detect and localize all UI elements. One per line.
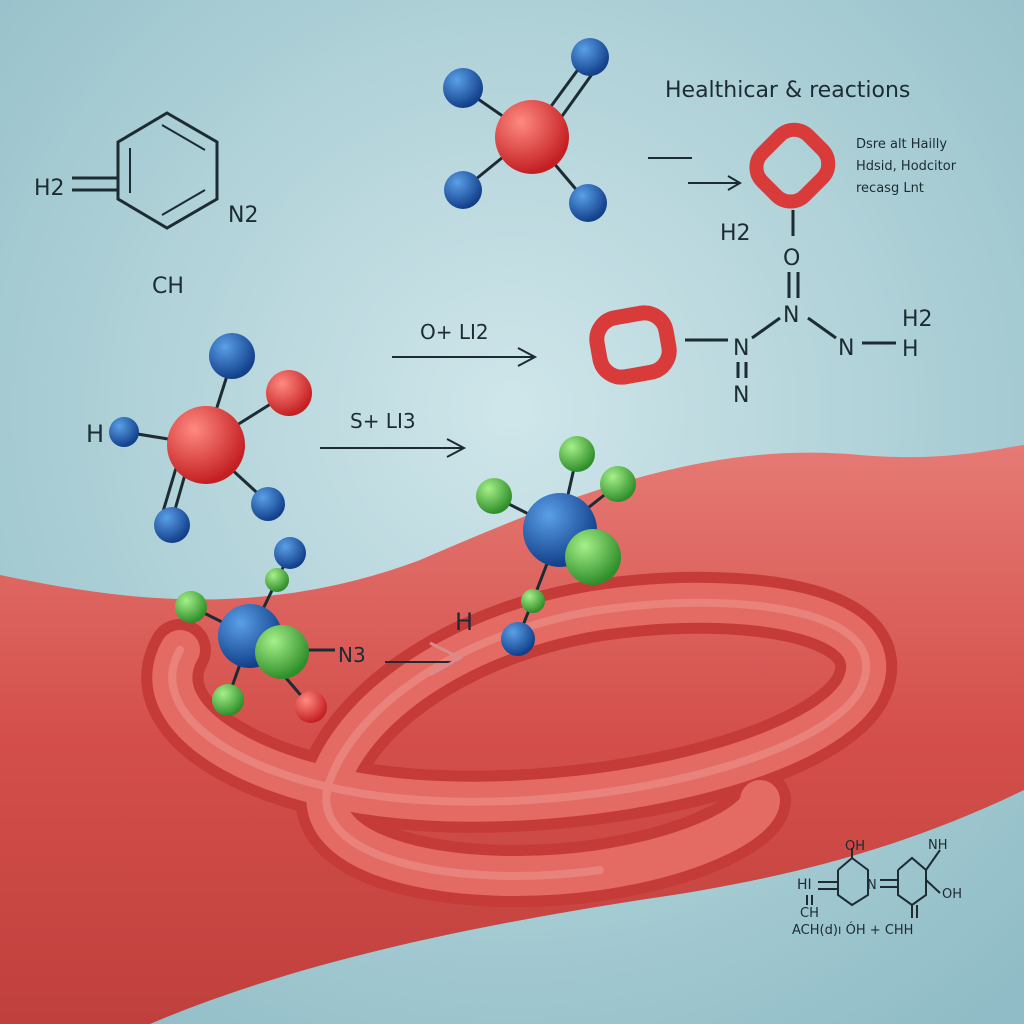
bottom-nh: NH — [928, 838, 948, 853]
bottom-oh-top: OH — [845, 839, 865, 854]
molecule-left-label: H — [86, 420, 104, 448]
reaction-2-label: S+ LI3 — [350, 409, 416, 433]
molecule-center — [476, 436, 636, 656]
arrow-n3 — [385, 641, 464, 677]
red-ring-left — [589, 305, 677, 385]
bottom-ch: CH — [800, 906, 819, 921]
red-ring-top — [749, 122, 836, 209]
benzene-label-left: H2 — [34, 176, 65, 201]
vessel-loop — [141, 571, 898, 907]
bottom-structure — [806, 848, 941, 918]
benzene-label-right: N2 — [228, 203, 258, 228]
struct-n-left: N — [733, 336, 749, 361]
reaction-1-arrow — [392, 347, 538, 367]
molecule-bottom-label: N3 — [338, 643, 366, 667]
note-line-3: recasg Lnt — [856, 181, 924, 196]
bottom-formula: ACH(d)ı ÓH + CHH — [792, 922, 913, 938]
title: Healthicar & reactions — [665, 78, 910, 103]
note-line-2: Hdsid, Hodcitor — [856, 159, 957, 174]
bottom-hi: HI — [797, 877, 812, 893]
struct-h: H — [902, 337, 919, 362]
molecule-left — [109, 333, 312, 543]
struct-h2: H2 — [902, 307, 933, 332]
reaction-2-arrow — [320, 438, 467, 458]
molecule-bottom-left — [175, 537, 335, 723]
bottom-oh-right: OH — [942, 887, 962, 902]
benzene-ring — [72, 111, 219, 230]
arrow-to-ring — [688, 175, 742, 191]
benzene-label-below: CH — [152, 274, 184, 299]
struct-n-top: N — [783, 303, 799, 328]
molecule-top — [443, 38, 609, 222]
bottom-n: N — [867, 878, 877, 893]
struct-h2-top: H2 — [720, 221, 751, 246]
struct-n-bottom: N — [733, 383, 749, 408]
struct-n-right: N — [838, 336, 854, 361]
note-line-1: Dsre alt Hailly — [856, 137, 947, 152]
reaction-1-label: O+ LI2 — [420, 320, 489, 344]
struct-o: O — [783, 246, 800, 271]
center-label: H — [455, 608, 473, 636]
